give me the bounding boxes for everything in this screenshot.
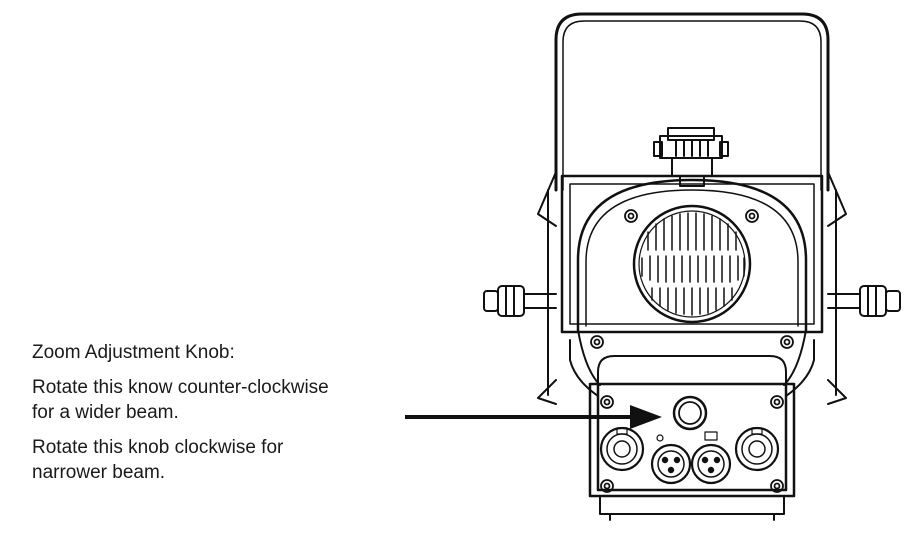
dmx-in-connector (650, 434, 692, 485)
panel-screws (600, 395, 784, 493)
zoom-knob (672, 395, 708, 431)
connector-panel (588, 355, 796, 521)
yoke (554, 12, 830, 192)
counter-clockwise-instruction: Rotate this know counter-clockwise for a… (32, 375, 412, 425)
left-side-bracket (537, 171, 557, 405)
callout-title: Zoom Adjustment Knob: (32, 342, 235, 363)
counter-clockwise-line-1: Rotate this know counter-clockwise (32, 377, 329, 398)
fan-grille (632, 204, 752, 324)
clockwise-instruction: Rotate this knob clockwise for narrower … (32, 435, 412, 485)
mounting-clamp (653, 127, 729, 187)
clockwise-line-2: narrower beam. (32, 462, 166, 483)
clockwise-line-1: Rotate this knob clockwise for (32, 437, 284, 458)
body-screws (590, 209, 794, 349)
power-in-connector (599, 426, 645, 472)
dmx-out-connector (690, 431, 732, 485)
pointer-arrow (405, 405, 662, 429)
counter-clockwise-line-2: for a wider beam. (32, 402, 179, 423)
right-side-bracket (827, 171, 847, 405)
zoom-knob-callout: Zoom Adjustment Knob: Rotate this know c… (32, 340, 412, 495)
left-tilt-handle (483, 285, 557, 317)
right-tilt-handle (827, 285, 901, 317)
power-out-connector (734, 426, 780, 472)
